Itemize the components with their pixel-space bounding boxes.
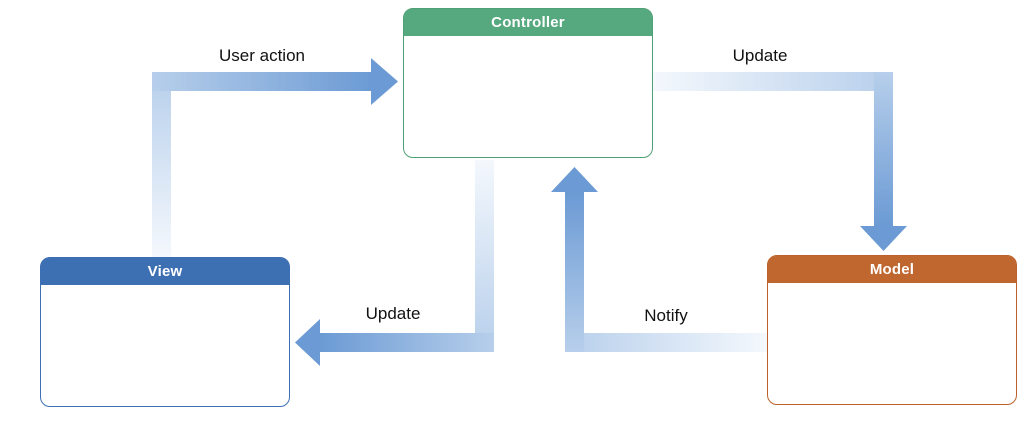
arrow-notify-arrowhead-icon <box>551 167 598 192</box>
arrow-user-action-vertical-segment <box>152 72 171 257</box>
arrow-notify <box>551 167 767 352</box>
arrow-update-model-vertical-segment <box>874 72 893 226</box>
arrow-user-action-horizontal-segment <box>152 72 373 91</box>
model-node-header: Model <box>768 256 1016 283</box>
arrow-update-model-horizontal-segment <box>653 72 893 91</box>
arrow-notify-horizontal-segment <box>565 333 767 352</box>
arrow-update-view <box>295 160 494 366</box>
edge-label-update-model: Update <box>732 46 788 65</box>
arrow-update-view-horizontal-segment <box>320 333 494 352</box>
controller-node-header: Controller <box>404 9 652 36</box>
view-node-title: View <box>147 263 183 280</box>
view-node-header: View <box>41 258 289 285</box>
model-node-title: Model <box>869 261 915 278</box>
arrow-user-action <box>152 58 398 257</box>
arrow-update-model <box>653 72 907 251</box>
arrow-update-view-arrowhead-icon <box>295 319 320 366</box>
view-node: View <box>40 257 290 407</box>
arrow-update-model-arrowhead-icon <box>860 226 907 251</box>
arrow-user-action-arrowhead-icon <box>371 58 398 105</box>
controller-node: Controller <box>403 8 653 158</box>
edge-label-user-action: User action <box>219 46 305 65</box>
controller-node-title: Controller <box>491 14 565 31</box>
edge-label-update-view: Update <box>365 304 421 323</box>
edge-label-notify: Notify <box>644 306 688 325</box>
arrow-notify-vertical-segment <box>565 192 584 352</box>
model-node: Model <box>767 255 1017 405</box>
arrow-update-view-vertical-segment <box>475 160 494 352</box>
